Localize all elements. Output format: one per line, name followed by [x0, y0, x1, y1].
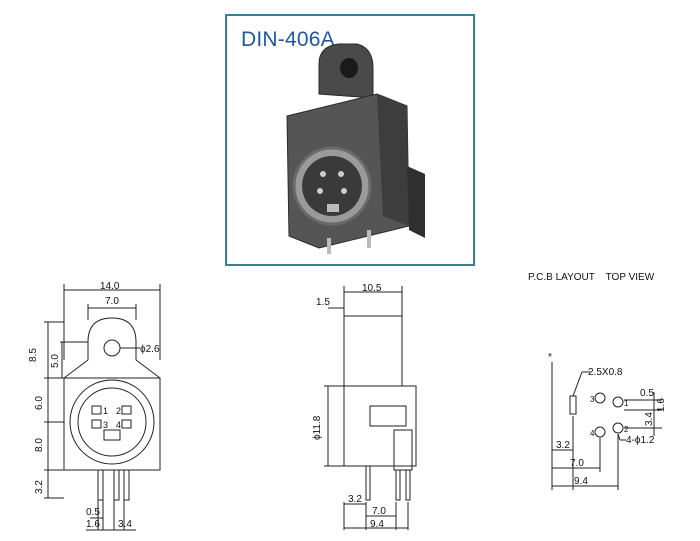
side-dim-9-4: 9.4 — [370, 519, 384, 530]
pcb-dim-7-0: 7.0 — [570, 458, 584, 469]
side-dim-3-2: 3.2 — [348, 494, 362, 505]
dim-8-0: 8.0 — [34, 438, 45, 452]
pcb-hole-label: 4-ϕ1.2 — [626, 435, 655, 446]
pcb-layout-drawing: * 2.5X0.8 4-ϕ1.2 3 1 4 2 0.5 1.6 3.4 3.2… — [548, 352, 667, 490]
pcb-layout-title: P.C.B LAYOUT TOP VIEW — [528, 272, 655, 283]
pcb-dim-0-5: 0.5 — [640, 388, 654, 399]
pcb-pin-1: 1 — [624, 399, 629, 408]
pin-label-3: 3 — [103, 420, 108, 430]
pin-label-1: 1 — [103, 406, 108, 416]
pcb-dim-3-4: 3.4 — [644, 412, 655, 426]
side-dim-1-5: 1.5 — [316, 297, 330, 308]
pin-label-4: 4 — [116, 420, 121, 430]
side-dim-11-8: ϕ11.8 — [312, 415, 323, 440]
front-view-drawing: 14.0 7.0 8.5 5.0 ϕ2.6 6.0 8.0 3.2 0.5 1.… — [28, 281, 161, 531]
side-dim-10-5: 10.5 — [362, 283, 382, 294]
connector-photo — [286, 43, 425, 254]
pcb-dim-9-4: 9.4 — [574, 476, 588, 487]
dim-6-0: 6.0 — [34, 396, 45, 410]
dim-8-5: 8.5 — [28, 348, 39, 362]
dim-3-2: 3.2 — [34, 480, 45, 494]
pcb-dim-1-6: 1.6 — [656, 398, 667, 412]
pin-label-2: 2 — [116, 406, 121, 416]
side-dim-7-0: 7.0 — [372, 506, 386, 517]
product-title: DIN-406A — [241, 28, 335, 51]
pcb-star: * — [548, 352, 552, 363]
dim-width-14: 14.0 — [100, 281, 120, 292]
side-view-drawing: 10.5 1.5 ϕ11.8 3.2 7.0 9.4 — [312, 283, 417, 530]
dim-3-4: 3.4 — [118, 519, 132, 530]
pcb-pin-3: 3 — [590, 395, 595, 404]
pcb-pin-4: 4 — [590, 429, 595, 438]
dim-width-7: 7.0 — [105, 296, 119, 307]
dim-0-5: 0.5 — [86, 507, 100, 518]
pcb-pad-label: 2.5X0.8 — [588, 367, 623, 378]
dim-hole-2-6: ϕ2.6 — [140, 344, 160, 355]
dim-1-6: 1.6 — [86, 519, 100, 530]
pcb-pin-2: 2 — [624, 425, 629, 434]
product-photo-frame: DIN-406A — [225, 14, 475, 266]
dim-5-0: 5.0 — [50, 354, 61, 368]
pcb-dim-3-2: 3.2 — [556, 440, 570, 451]
